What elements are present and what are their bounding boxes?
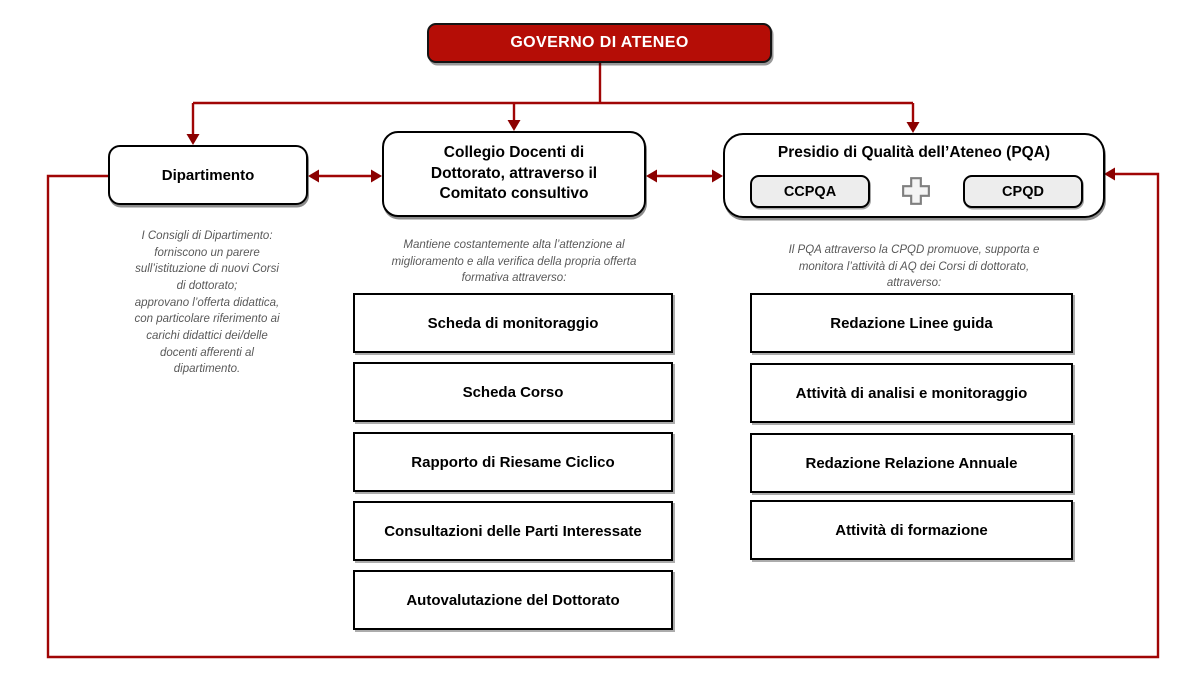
ccpqa-box: CCPQA [750,175,870,208]
item-rapporto-di-riesame-ciclico: Rapporto di Riesame Ciclico [353,432,673,492]
item-scheda-corso: Scheda Corso [353,362,673,422]
item-scheda-di-monitoraggio: Scheda di monitoraggio [353,293,673,353]
arrow-right-collegio [371,169,382,183]
cpqd-box: CPQD [963,175,1083,208]
pqa-title: Presidio di Qualità dell’Ateneo (PQA) [777,144,1051,161]
collegio-description: Mantiene costantemente alta l’attenzione… [391,239,637,285]
item-redazione-relazione-annuale: Redazione Relazione Annuale [750,433,1073,493]
arrow-left-collegio [646,169,657,183]
item-attivita-di-formazione: Attività di formazione [750,500,1073,560]
item-attivita-analisi-monitoraggio: Attività di analisi e monitoraggio [750,363,1073,423]
pqa-description: Il PQA attraverso la CPQD promuove, supp… [788,244,1040,290]
item-redazione-linee-guida: Redazione Linee guida [750,293,1073,353]
arrow-right-pqa [712,169,723,183]
arrow-down-dipartimento [186,134,200,145]
loop-arrow-into-pqa [1104,167,1115,181]
item-autovalutazione-del-dottorato: Autovalutazione del Dottorato [353,570,673,630]
feedback-loop-line [46,172,1160,659]
dipartimento-description: I Consigli di Dipartimento: forniscono u… [134,230,280,376]
plus-icon [901,176,931,206]
collegio-docenti-box: Collegio Docenti di Dottorato, attravers… [382,131,646,217]
governo-di-ateneo-box: GOVERNO DI ATENEO [427,23,772,63]
arrow-down-pqa [906,122,920,133]
arrow-down-collegio [507,120,521,131]
pqa-box: Presidio di Qualità dell’Ateneo (PQA) CC… [723,133,1105,218]
item-consultazioni-parti-interessate: Consultazioni delle Parti Interessate [353,501,673,561]
arrow-left-dipartimento [308,169,319,183]
dipartimento-box: Dipartimento [108,145,308,205]
